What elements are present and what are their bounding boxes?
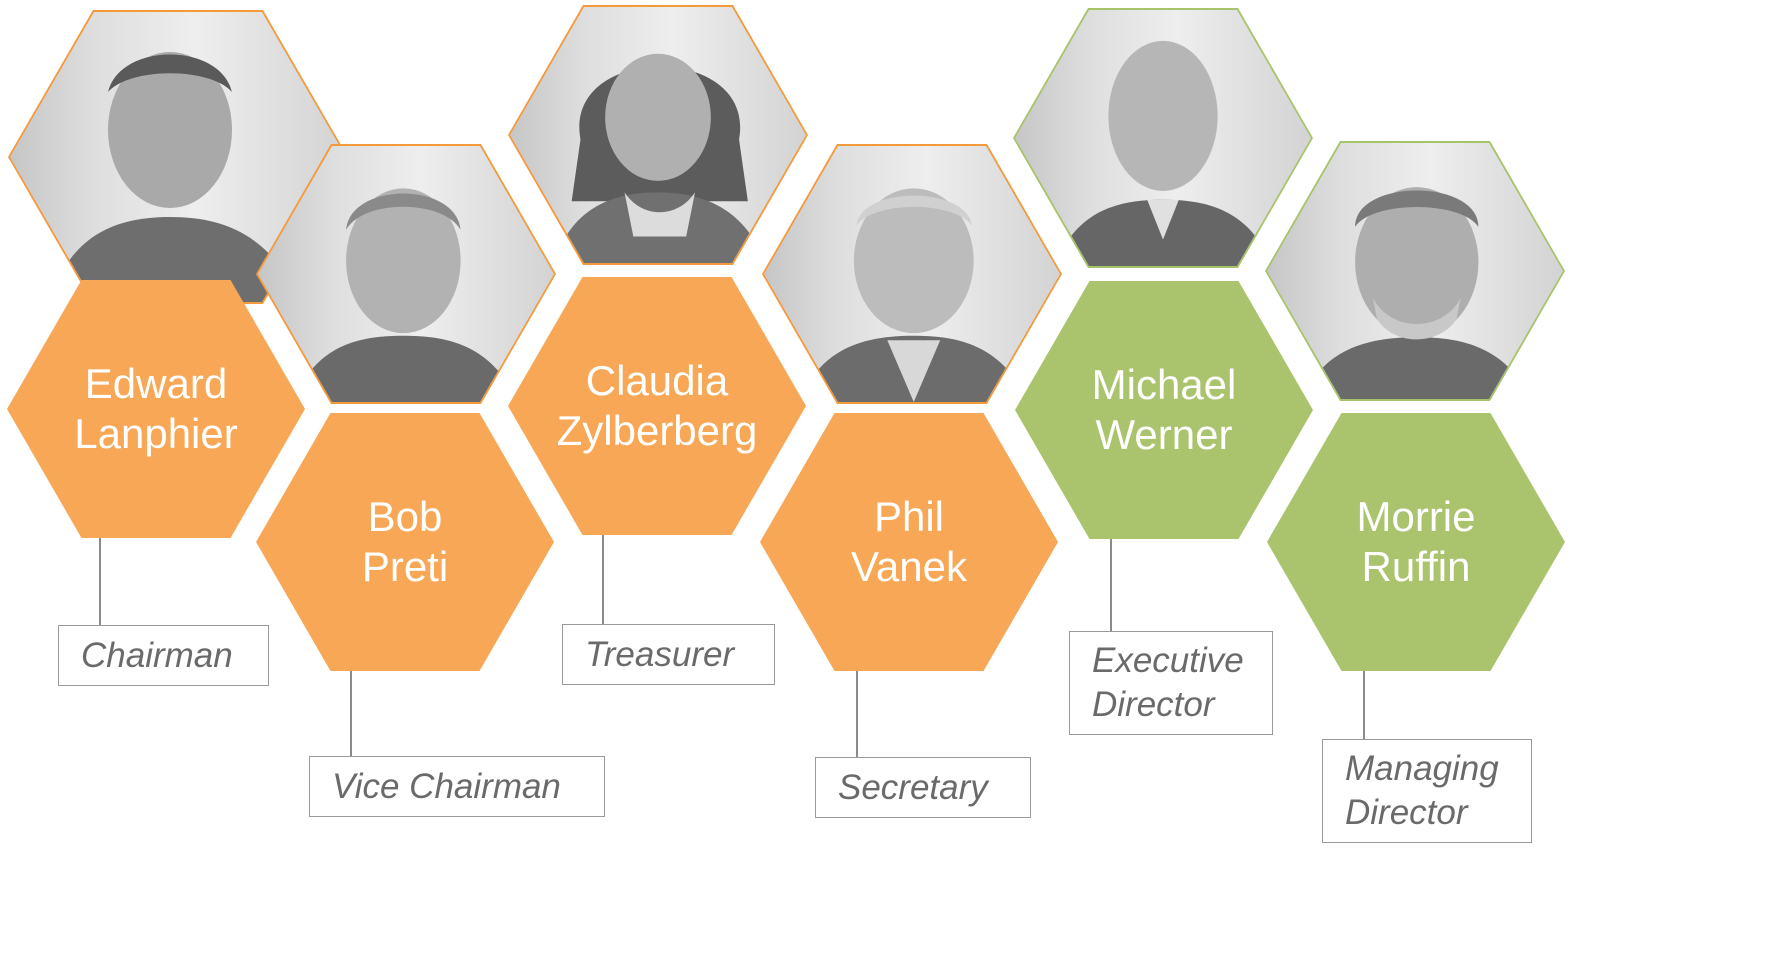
role-label: Treasurer xyxy=(585,634,735,674)
role-box: Secretary xyxy=(815,757,1031,818)
first-name: Edward xyxy=(84,360,228,407)
name-hexagon: Edward Lanphier xyxy=(7,280,305,538)
role-box: Managing Director xyxy=(1322,739,1532,843)
role-label: Secretary xyxy=(838,767,988,807)
last-name: Vanek xyxy=(851,543,967,590)
first-name: Bob xyxy=(367,493,443,540)
role-label-line2: Director xyxy=(1092,685,1215,724)
photo-hexagon xyxy=(762,144,1062,404)
name-hexagon: Bob Preti xyxy=(256,413,554,671)
portrait-photo xyxy=(1015,10,1311,266)
role-box: Vice Chairman xyxy=(309,756,605,817)
role-label-line1: Managing xyxy=(1345,749,1499,788)
photo-hexagon xyxy=(508,5,808,265)
connector-line xyxy=(99,538,101,626)
person-silhouette-icon xyxy=(293,188,518,402)
connector-line xyxy=(1363,671,1365,740)
connector-line xyxy=(1110,539,1112,632)
portrait-photo xyxy=(510,7,806,263)
person-silhouette-icon xyxy=(799,188,1029,402)
photo-hexagon xyxy=(1013,8,1313,268)
person-silhouette-icon xyxy=(1302,187,1532,399)
first-name: Phil xyxy=(873,493,945,540)
portrait-photo xyxy=(258,146,554,402)
portrait-photo xyxy=(1267,143,1563,399)
name-hexagon: Morrie Ruffin xyxy=(1267,413,1565,671)
role-label-line2: Director xyxy=(1345,793,1468,832)
role-box: Treasurer xyxy=(562,624,775,685)
last-name: Ruffin xyxy=(1361,543,1471,590)
role-label: Chairman xyxy=(81,635,233,675)
name-hexagon: Claudia Zylberberg xyxy=(508,277,806,535)
portrait-photo xyxy=(764,146,1060,402)
first-name: Michael xyxy=(1091,361,1237,408)
connector-line xyxy=(350,671,352,757)
last-name: Zylberberg xyxy=(556,407,758,454)
person-silhouette-icon xyxy=(1054,40,1273,266)
last-name: Werner xyxy=(1095,411,1233,458)
last-name: Lanphier xyxy=(74,410,238,457)
role-box: Executive Director xyxy=(1069,631,1273,735)
name-hexagon: Michael Werner xyxy=(1015,281,1313,539)
role-box: Chairman xyxy=(58,625,269,686)
role-label-line1: Executive xyxy=(1092,641,1244,680)
photo-hexagon xyxy=(1265,141,1565,401)
connector-line xyxy=(602,535,604,625)
first-name: Claudia xyxy=(585,357,729,404)
connector-line xyxy=(856,671,858,758)
first-name: Morrie xyxy=(1356,493,1476,540)
role-label: Vice Chairman xyxy=(332,766,561,806)
last-name: Preti xyxy=(361,543,449,590)
name-hexagon: Phil Vanek xyxy=(760,413,1058,671)
person-silhouette-icon xyxy=(554,53,766,263)
